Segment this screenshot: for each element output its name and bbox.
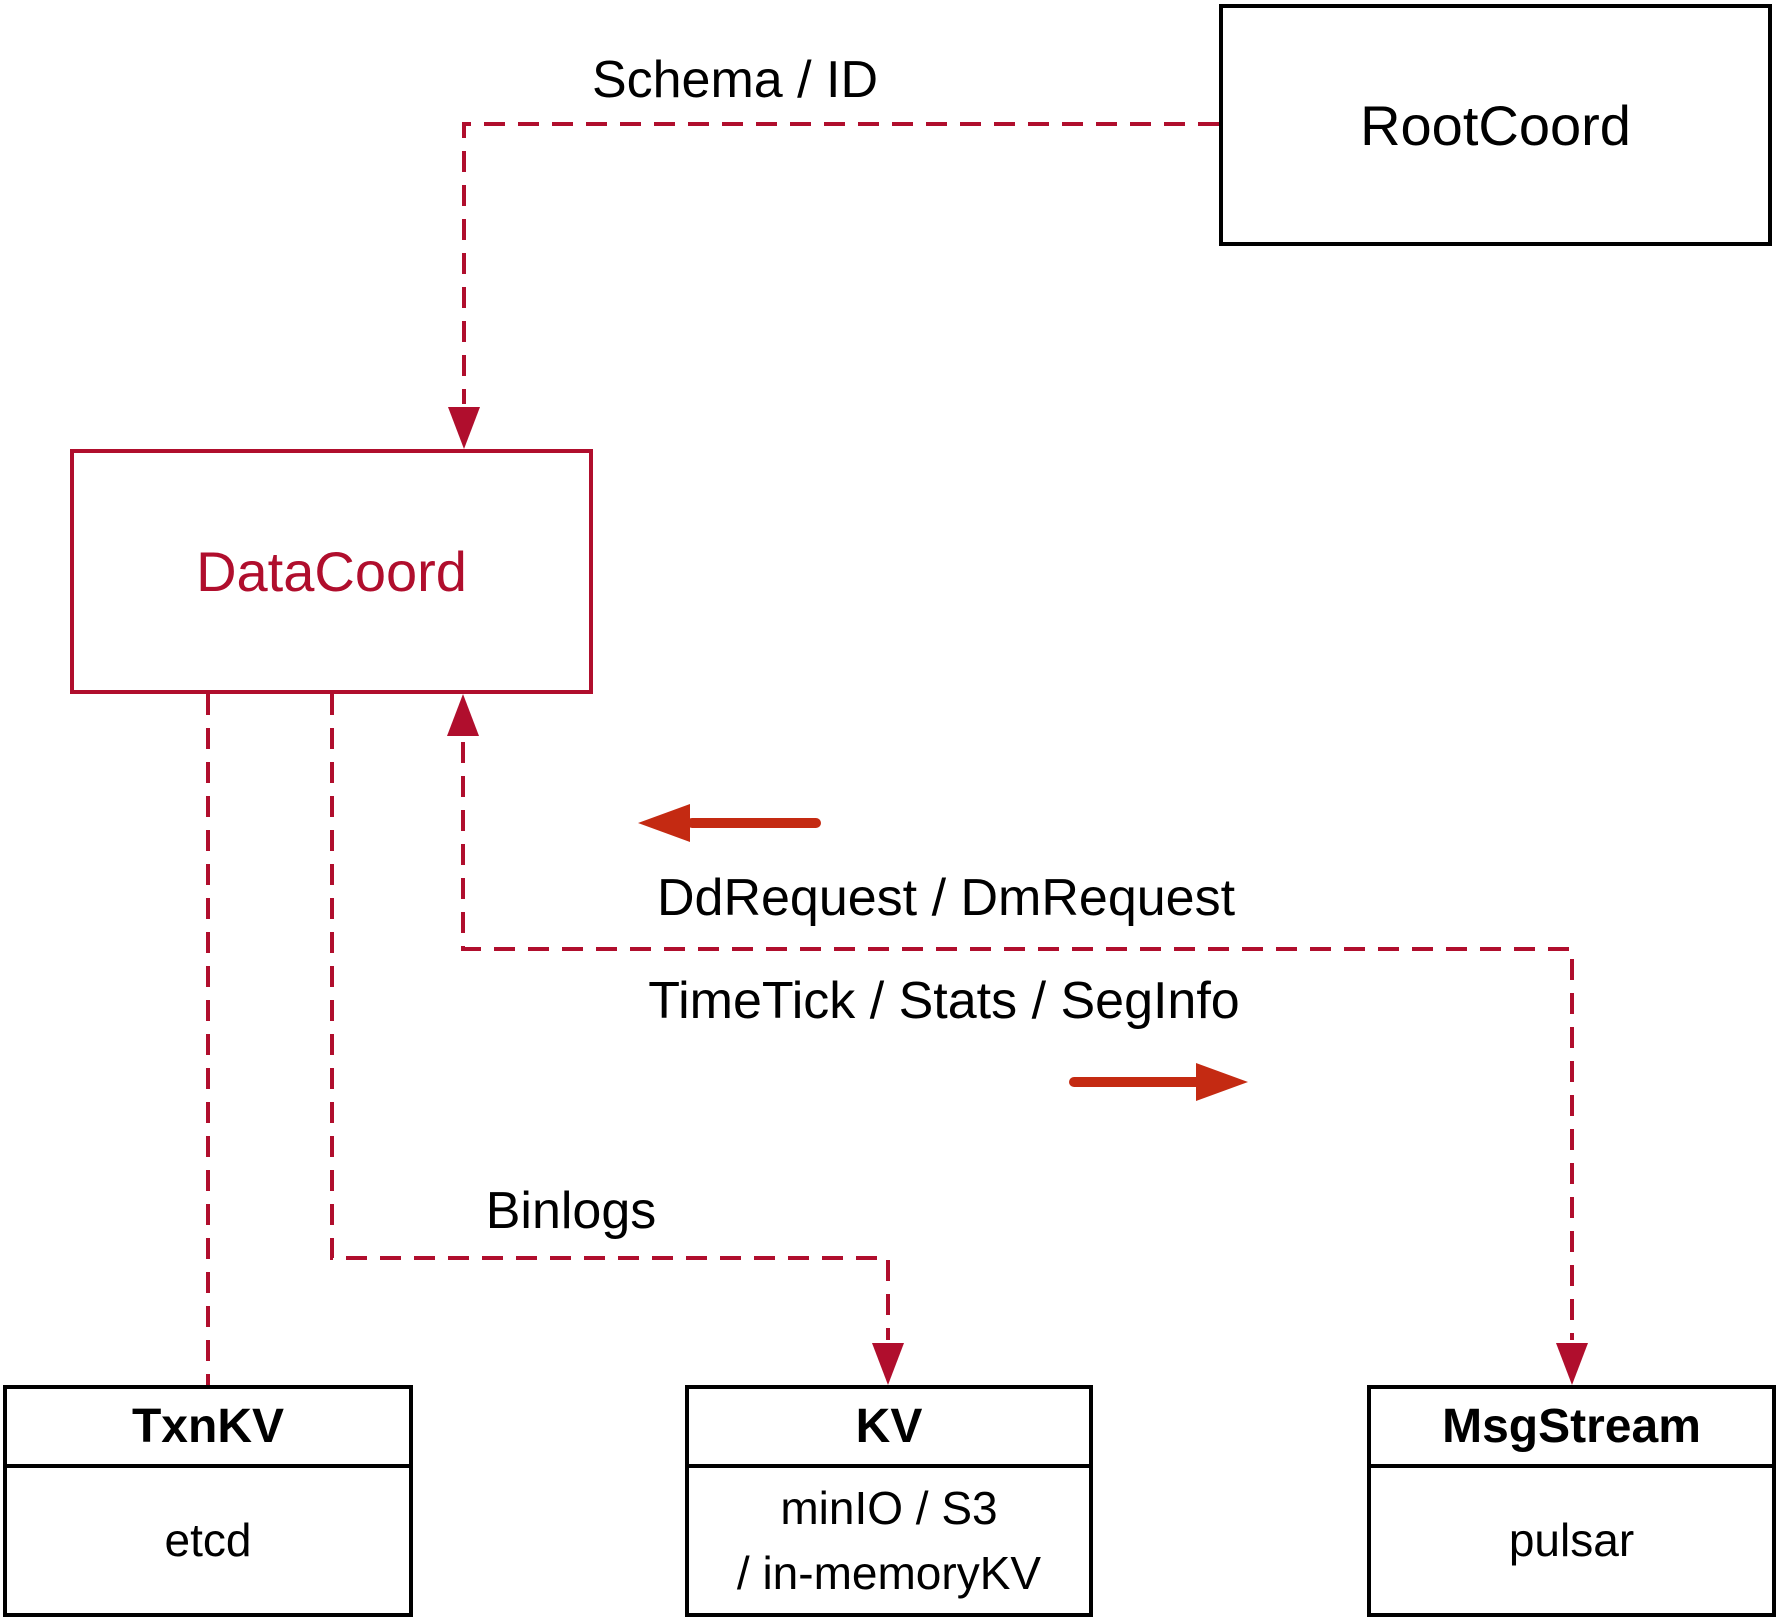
edge-msgstream-to-datacoord (461, 742, 1574, 1340)
node-kv-body-line1: minIO / S3 (780, 1482, 998, 1535)
edge-datacoord-to-kv (330, 694, 890, 1340)
edge-rootcoord-to-datacoord (462, 122, 1219, 404)
node-msgstream: MsgStream pulsar (1367, 1385, 1776, 1617)
node-txnkv-body: etcd (164, 1514, 252, 1567)
node-rootcoord: RootCoord (1219, 4, 1772, 246)
node-kv: KV minIO / S3 / in-memoryKV (685, 1385, 1093, 1617)
node-msgstream-body: pulsar (1508, 1514, 1635, 1567)
node-msgstream-title: MsgStream (1371, 1389, 1772, 1468)
arrowhead-msgstream-top-icon (1556, 1343, 1588, 1385)
solid-arrow-left-icon (638, 804, 690, 842)
node-txnkv: TxnKV etcd (3, 1385, 413, 1617)
node-datacoord-label: DataCoord (196, 540, 467, 603)
node-rootcoord-label: RootCoord (1360, 93, 1631, 157)
arrowhead-kv-top-icon (872, 1343, 904, 1385)
solid-arrow-right-icon (1196, 1063, 1248, 1101)
arrowhead-datacoord-top-icon (448, 407, 480, 449)
edge-label-schema-id: Schema / ID (591, 51, 879, 109)
edge-label-time-tick: TimeTick / Stats / SegInfo (648, 972, 1240, 1030)
edge-label-binlogs: Binlogs (485, 1182, 657, 1240)
arrowhead-datacoord-bottom-icon (447, 694, 479, 736)
node-kv-title: KV (689, 1389, 1089, 1468)
node-datacoord: DataCoord (70, 449, 593, 694)
node-kv-body-line2: / in-memoryKV (736, 1546, 1042, 1599)
edge-label-dd-request: DdRequest / DmRequest (656, 869, 1236, 927)
node-txnkv-title: TxnKV (7, 1389, 409, 1468)
